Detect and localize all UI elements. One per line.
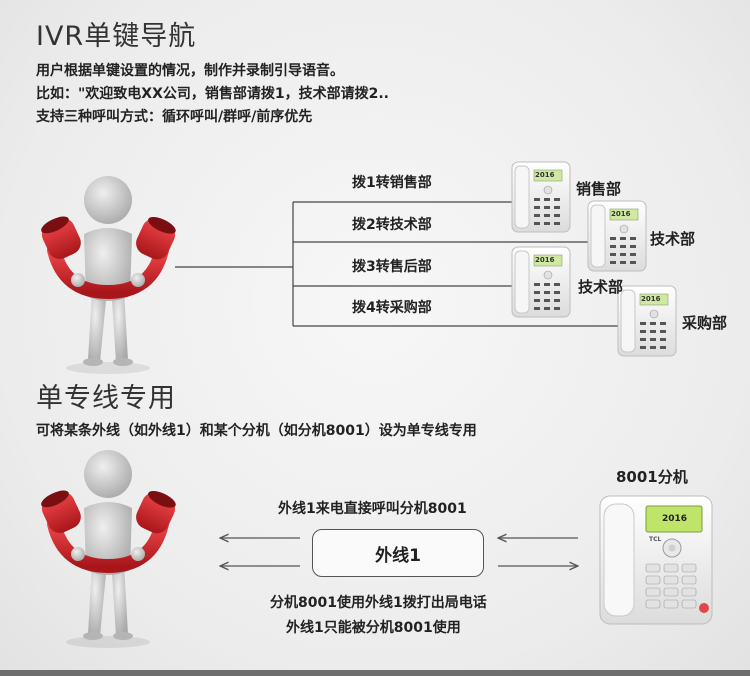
dept-phone-3-display: 2016 <box>535 256 555 264</box>
dedicated-section-title: 单专线专用 <box>36 383 176 414</box>
outside-line-box: 外线1 <box>312 529 484 577</box>
extension-phone-display: 2016 <box>662 514 688 524</box>
extension-phone-brand: TCL <box>649 536 662 543</box>
extension-label: 8001分机 <box>616 468 688 486</box>
dept-label-tech-2: 技术部 <box>578 278 624 296</box>
ivr-routing-lines <box>175 201 620 327</box>
dept-label-sales: 销售部 <box>576 180 622 198</box>
ivr-desc-line-1: 用户根据单键设置的情况，制作并录制引导语音。 <box>36 63 344 79</box>
outgoing-caption-1: 分机8001使用外线1拨打出局电话 <box>270 595 487 611</box>
route-label-3: 拨3转售后部 <box>352 259 432 275</box>
line-arrows <box>220 538 578 566</box>
caller-figure-ivr <box>37 176 180 374</box>
ivr-description: 用户根据单键设置的情况，制作并录制引导语音。 比如："欢迎致电XX公司，销售部请… <box>36 60 389 129</box>
incoming-caption: 外线1来电直接呼叫分机8001 <box>278 501 467 517</box>
dept-phone-2-display: 2016 <box>611 210 631 218</box>
route-label-2: 拨2转技术部 <box>352 217 432 233</box>
caller-figure-dedicated <box>37 450 180 648</box>
ivr-desc-line-3: 支持三种呼叫方式：循环呼叫/群呼/前序优先 <box>36 109 313 125</box>
extension-phone-8001 <box>599 495 713 625</box>
footer-bar <box>0 670 750 676</box>
dept-label-purchasing: 采购部 <box>682 314 728 332</box>
dept-label-tech: 技术部 <box>650 230 696 248</box>
ivr-section-title: IVR单键导航 <box>36 21 197 52</box>
dept-phone-1-display: 2016 <box>535 171 555 179</box>
route-label-4: 拨4转采购部 <box>352 300 432 316</box>
dedicated-description: 可将某条外线（如外线1）和某个分机（如分机8001）设为单专线专用 <box>36 423 477 439</box>
route-label-1: 拨1转销售部 <box>352 175 432 191</box>
ivr-desc-line-2: 比如："欢迎致电XX公司，销售部请拨1，技术部请拨2.. <box>36 86 389 102</box>
outgoing-caption-2: 外线1只能被分机8001使用 <box>286 620 461 636</box>
dept-phone-4-display: 2016 <box>641 295 661 303</box>
